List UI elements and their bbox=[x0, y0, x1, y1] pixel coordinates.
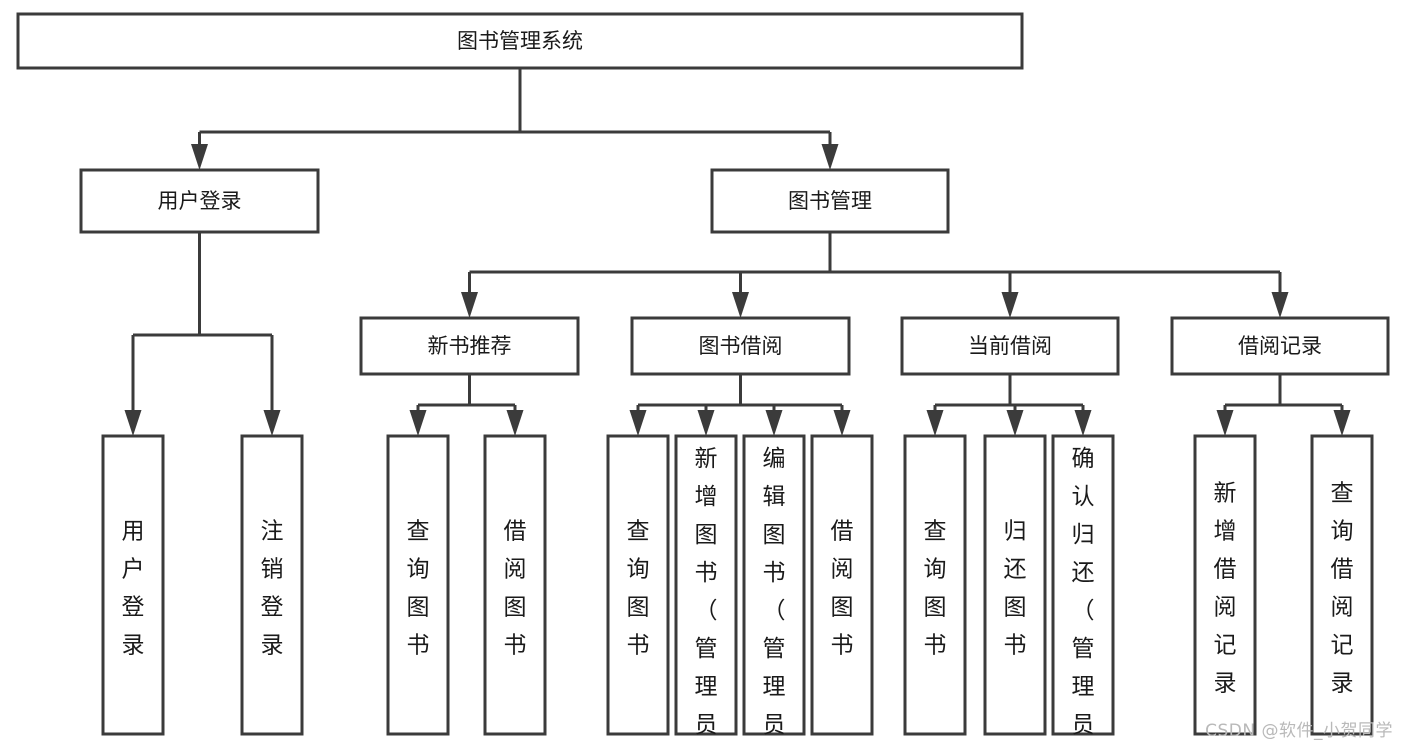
node-label-leaf-logout: 注销登录 bbox=[261, 519, 284, 659]
node-box-borrow-record[interactable] bbox=[1170, 316, 1390, 376]
connector-e-borrowrecord-children bbox=[1216, 374, 1351, 436]
node-leaf-borrow-book-2[interactable]: 借阅图书 bbox=[810, 434, 874, 736]
node-label-leaf-edit-book: 编辑图书（管理员） bbox=[763, 446, 786, 747]
node-leaf-query-book-1[interactable]: 查询图书 bbox=[386, 434, 450, 736]
node-leaf-return-book[interactable]: 归还图书 bbox=[983, 434, 1047, 736]
node-box-leaf-confirm-return[interactable] bbox=[1051, 434, 1115, 736]
node-box-new-book-rec[interactable] bbox=[359, 316, 580, 376]
node-label-root: 图书管理系统 bbox=[457, 29, 583, 53]
node-box-leaf-query-record[interactable] bbox=[1310, 434, 1374, 736]
node-label-current-borrow: 当前借阅 bbox=[968, 334, 1052, 358]
node-box-leaf-logout[interactable] bbox=[240, 434, 304, 736]
connector-e-root-children bbox=[191, 68, 839, 170]
node-label-leaf-borrow-book-1: 借阅图书 bbox=[504, 519, 527, 659]
node-label-leaf-add-book: 新增图书（管理员） bbox=[695, 446, 718, 747]
node-label-borrow-record: 借阅记录 bbox=[1238, 334, 1322, 358]
node-box-leaf-edit-book[interactable] bbox=[742, 434, 806, 736]
node-leaf-add-book[interactable]: 新增图书（管理员） bbox=[674, 434, 738, 747]
node-box-root[interactable] bbox=[16, 12, 1024, 70]
node-label-new-book-rec: 新书推荐 bbox=[428, 334, 512, 358]
node-borrow-record[interactable]: 借阅记录 bbox=[1170, 316, 1390, 376]
node-label-leaf-query-record: 查询借阅记录 bbox=[1331, 481, 1354, 697]
node-label-leaf-user-login: 用户登录 bbox=[122, 519, 145, 659]
edges-layer bbox=[124, 68, 1351, 436]
watermark-text: CSDN @软件_小贺同学 bbox=[1205, 721, 1393, 741]
node-leaf-logout[interactable]: 注销登录 bbox=[240, 434, 304, 736]
node-label-leaf-add-record: 新增借阅记录 bbox=[1214, 481, 1237, 697]
node-box-current-borrow[interactable] bbox=[900, 316, 1120, 376]
connector-e-currentborrow-children bbox=[926, 374, 1092, 436]
connector-e-userlogin-children bbox=[124, 232, 281, 436]
node-box-leaf-query-book-3[interactable] bbox=[903, 434, 967, 736]
node-book-borrow[interactable]: 图书借阅 bbox=[630, 316, 851, 376]
node-label-book-manage: 图书管理 bbox=[788, 189, 872, 213]
node-label-leaf-query-book-1: 查询图书 bbox=[407, 519, 430, 659]
node-leaf-query-record[interactable]: 查询借阅记录 bbox=[1310, 434, 1374, 736]
node-leaf-query-book-2[interactable]: 查询图书 bbox=[606, 434, 670, 736]
node-label-leaf-confirm-return: 确认归还（管理员） bbox=[1072, 446, 1095, 747]
node-box-leaf-query-book-2[interactable] bbox=[606, 434, 670, 736]
node-box-leaf-user-login[interactable] bbox=[101, 434, 165, 736]
node-new-book-rec[interactable]: 新书推荐 bbox=[359, 316, 580, 376]
node-box-leaf-add-record[interactable] bbox=[1193, 434, 1257, 736]
node-leaf-borrow-book-1[interactable]: 借阅图书 bbox=[483, 434, 547, 736]
node-leaf-edit-book[interactable]: 编辑图书（管理员） bbox=[742, 434, 806, 747]
node-label-user-login: 用户登录 bbox=[158, 189, 242, 213]
node-box-book-borrow[interactable] bbox=[630, 316, 851, 376]
node-leaf-user-login[interactable]: 用户登录 bbox=[101, 434, 165, 736]
node-label-leaf-return-book: 归还图书 bbox=[1004, 519, 1027, 659]
nodes-layer: 图书管理系统用户登录图书管理新书推荐图书借阅当前借阅借阅记录用户登录注销登录查询… bbox=[16, 12, 1390, 747]
node-label-book-borrow: 图书借阅 bbox=[699, 334, 783, 358]
node-label-leaf-query-book-2: 查询图书 bbox=[627, 519, 650, 659]
node-box-leaf-borrow-book-1[interactable] bbox=[483, 434, 547, 736]
node-book-manage[interactable]: 图书管理 bbox=[710, 168, 950, 234]
node-box-user-login[interactable] bbox=[79, 168, 320, 234]
node-root[interactable]: 图书管理系统 bbox=[16, 12, 1024, 70]
node-user-login[interactable]: 用户登录 bbox=[79, 168, 320, 234]
connector-e-newbook-children bbox=[409, 374, 524, 436]
node-box-leaf-return-book[interactable] bbox=[983, 434, 1047, 736]
node-box-leaf-add-book[interactable] bbox=[674, 434, 738, 736]
node-box-leaf-query-book-1[interactable] bbox=[386, 434, 450, 736]
node-box-book-manage[interactable] bbox=[710, 168, 950, 234]
connector-e-bookborrow-children bbox=[629, 374, 851, 436]
node-leaf-add-record[interactable]: 新增借阅记录 bbox=[1193, 434, 1257, 736]
node-label-leaf-borrow-book-2: 借阅图书 bbox=[831, 519, 854, 659]
node-leaf-query-book-3[interactable]: 查询图书 bbox=[903, 434, 967, 736]
node-box-leaf-borrow-book-2[interactable] bbox=[810, 434, 874, 736]
node-leaf-confirm-return[interactable]: 确认归还（管理员） bbox=[1051, 434, 1115, 747]
node-current-borrow[interactable]: 当前借阅 bbox=[900, 316, 1120, 376]
node-label-leaf-query-book-3: 查询图书 bbox=[924, 519, 947, 659]
connector-e-bookmanage-children bbox=[461, 232, 1289, 318]
